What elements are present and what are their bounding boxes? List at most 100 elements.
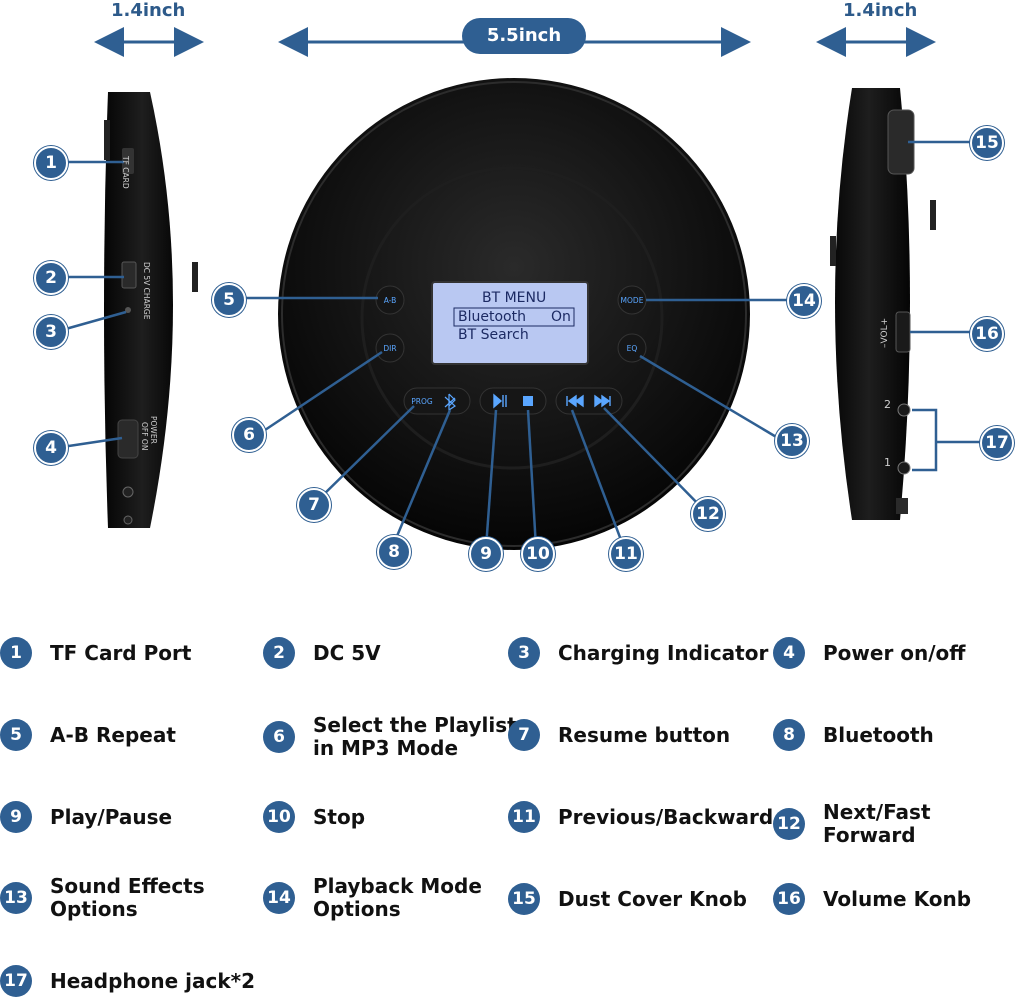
legend-item: 1 TF Card Port <box>0 637 191 669</box>
legend-item: 14 Playback Mode Options <box>263 875 482 921</box>
legend-text: DC 5V <box>313 640 381 665</box>
legend-item: 16 Volume Konb <box>773 883 971 915</box>
right-side-view <box>830 88 936 520</box>
ab-button-label: A-B <box>383 296 397 305</box>
legend-item: 8 Bluetooth <box>773 719 934 751</box>
power-text: POWER <box>149 416 158 444</box>
callout-14: 14 <box>787 284 821 318</box>
legend-text: Next/Fast Forward <box>823 800 931 847</box>
legend-item: 12 Next/Fast Forward <box>773 801 1024 847</box>
prog-button-label: PROG <box>411 397 433 406</box>
legend-number: 3 <box>508 637 540 669</box>
cd-player-front <box>278 78 750 550</box>
callout-6: 6 <box>232 418 266 452</box>
legend-number: 17 <box>0 965 32 997</box>
callout-4: 4 <box>34 431 68 465</box>
legend-item: 11 Previous/Backward <box>508 801 773 833</box>
jack1-text: 1 <box>884 456 891 469</box>
callout-13: 13 <box>775 424 809 458</box>
dir-button-label: DIR <box>383 344 397 353</box>
legend-item: 10 Stop <box>263 801 365 833</box>
legend-item: 4 Power on/off <box>773 637 966 669</box>
previous-icon <box>566 394 584 408</box>
eq-button <box>617 333 647 363</box>
lcd-row1-value: On <box>551 309 571 325</box>
legend-item: 6 Select the Playlist in MP3 Mode <box>263 714 517 760</box>
dimension-center-label: 5.5inch <box>462 18 586 54</box>
bluetooth-icon <box>444 393 456 412</box>
eq-button-label: EQ <box>626 344 638 353</box>
callout-9: 9 <box>469 537 503 571</box>
lcd-title: BT MENU <box>482 290 547 306</box>
legend-number: 16 <box>773 883 805 915</box>
legend-number: 2 <box>263 637 295 669</box>
legend-item: 17 Headphone jack*2 <box>0 965 255 997</box>
legend-number: 11 <box>508 801 540 833</box>
legend-number: 1 <box>0 637 32 669</box>
callout-12: 12 <box>691 497 725 531</box>
callout-7: 7 <box>297 488 331 522</box>
legend-text: Play/Pause <box>50 804 173 829</box>
stop-icon <box>523 396 533 406</box>
legend-number: 5 <box>0 719 32 751</box>
mode-button-label: MODE <box>620 296 644 305</box>
callout-16: 16 <box>970 317 1004 351</box>
legend-number: 15 <box>508 883 540 915</box>
legend-text: A-B Repeat <box>50 722 176 747</box>
charging-led <box>125 307 131 313</box>
legend-text: Volume Konb <box>823 886 972 911</box>
tf-card-slot <box>122 148 134 174</box>
volume-knob <box>895 311 911 353</box>
dimension-left-label: 1.4inch <box>111 0 186 21</box>
legend-text: Charging Indicator <box>558 640 769 665</box>
callout-3: 3 <box>34 315 68 349</box>
dimension-right-label: 1.4inch <box>843 0 918 21</box>
leader-lines <box>61 140 980 549</box>
play-pause-icon <box>493 393 507 409</box>
legend-number: 4 <box>773 637 805 669</box>
next-icon <box>594 394 611 408</box>
dc-charge-text: DC 5V CHARGE <box>142 262 151 320</box>
lcd-row2-label: BT Search <box>458 327 529 343</box>
dir-button <box>375 333 405 363</box>
legend-text: Bluetooth <box>823 722 934 747</box>
legend-text: Dust Cover Knob <box>558 886 747 911</box>
callout-17: 17 <box>980 426 1014 460</box>
legend-number: 6 <box>263 721 295 753</box>
callout-15: 15 <box>970 126 1004 160</box>
legend-number: 13 <box>0 882 32 914</box>
play-stop-pair <box>479 387 547 415</box>
prev-next-pair <box>555 387 623 415</box>
headphone-jack-1 <box>897 461 911 475</box>
dc-port <box>121 261 137 289</box>
legend-text: Headphone jack*2 <box>50 968 256 993</box>
callout-10: 10 <box>521 537 555 571</box>
callout-11: 11 <box>609 537 643 571</box>
legend-number: 8 <box>773 719 805 751</box>
headphone-jack-2 <box>897 403 911 417</box>
off-on-text: OFF ON <box>140 422 149 451</box>
lcd-row1-label: Bluetooth <box>458 309 526 325</box>
legend-number: 14 <box>263 882 295 914</box>
ab-button <box>375 285 405 315</box>
vol-text: –VOL+ <box>880 317 890 348</box>
legend-item: 7 Resume button <box>508 719 730 751</box>
legend-item: 15 Dust Cover Knob <box>508 883 747 915</box>
legend-item: 9 Play/Pause <box>0 801 172 833</box>
callout-8: 8 <box>377 535 411 569</box>
legend-number: 12 <box>773 808 805 840</box>
legend-text: Previous/Backward <box>558 804 774 829</box>
legend-number: 7 <box>508 719 540 751</box>
legend-number: 9 <box>0 801 32 833</box>
callout-1: 1 <box>34 146 68 180</box>
lcd-screen <box>431 281 589 365</box>
legend-text: Power on/off <box>823 640 966 665</box>
tf-card-text: TF CARD <box>121 156 130 189</box>
legend-text: Resume button <box>558 722 731 747</box>
left-side-view <box>104 92 198 528</box>
legend-item: 3 Charging Indicator <box>508 637 768 669</box>
legend-text: Select the Playlist in MP3 Mode <box>313 713 517 760</box>
callout-5: 5 <box>212 283 246 317</box>
